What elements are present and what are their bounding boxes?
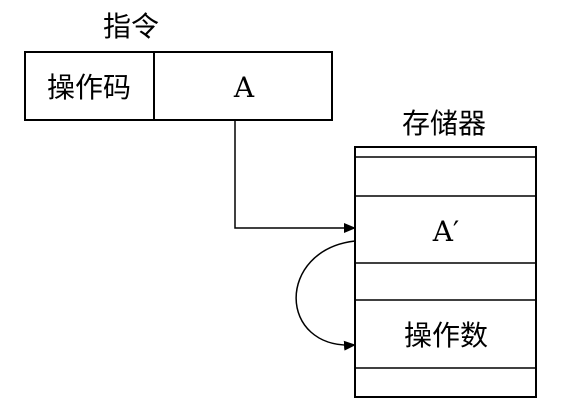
instruction-block: 指令 操作码 A (24, 10, 333, 121)
memory-frame (354, 146, 537, 398)
memory-cell-operand-label: 操作数 (404, 319, 488, 352)
instruction-title: 指令 (103, 10, 159, 43)
indirection-curve-arrow (295, 240, 356, 351)
address-field-label: A (233, 71, 255, 104)
opcode-field-label: 操作码 (47, 71, 131, 104)
instruction-frame (24, 51, 333, 121)
memory-cell-address-label: A′ (432, 215, 460, 248)
memory-title: 存储器 (402, 107, 486, 140)
memory-block: 存储器 A′ 操作数 (354, 107, 537, 398)
address-pointer-arrow (234, 120, 356, 233)
